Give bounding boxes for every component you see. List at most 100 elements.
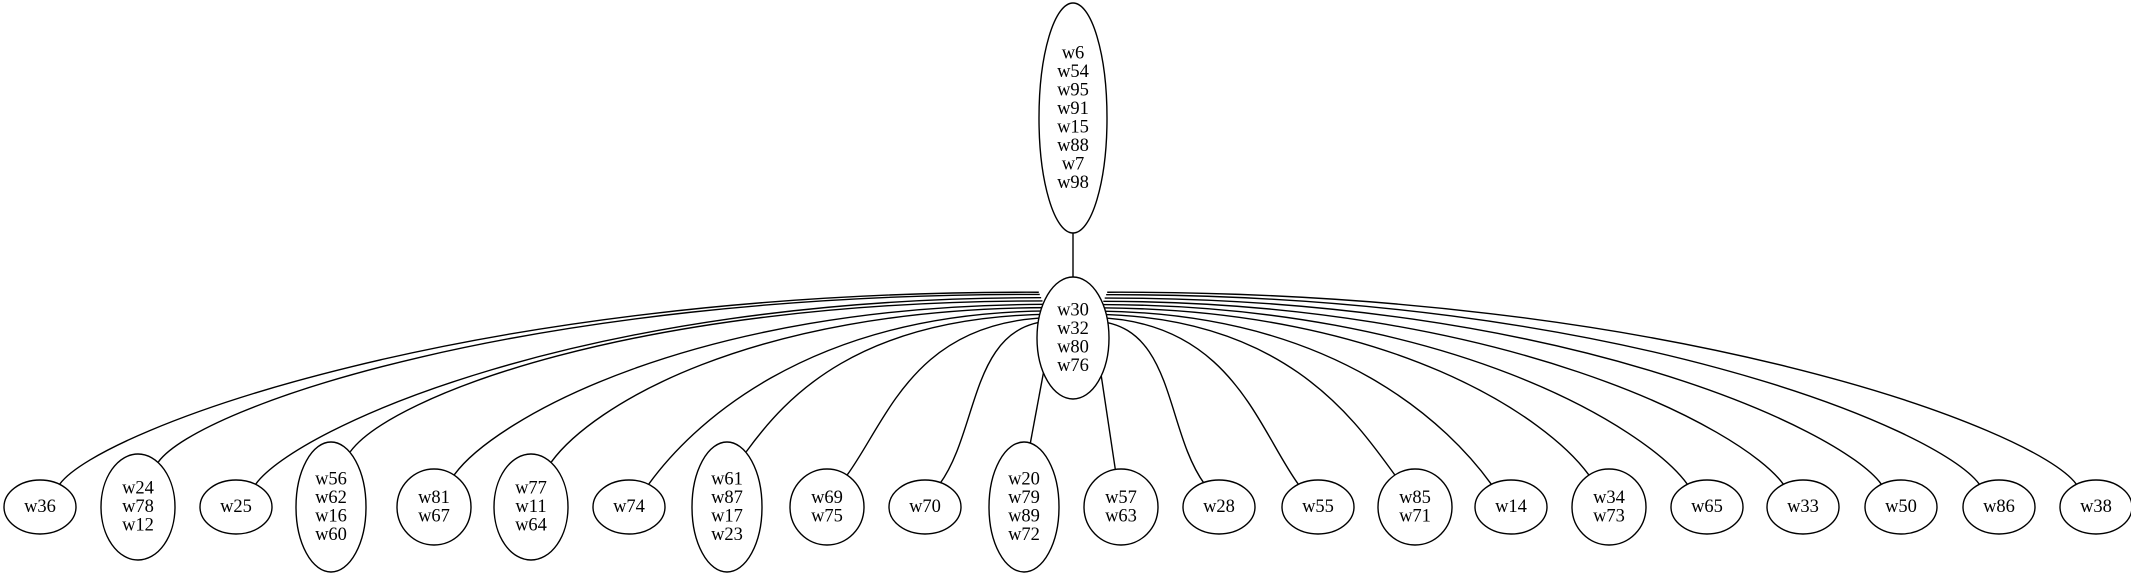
node-label: w74 [613, 497, 645, 517]
node-label: w20 [1008, 469, 1040, 489]
node-leaf-w36: w36 [3, 479, 77, 535]
node-ellipse [1571, 468, 1647, 546]
node-ellipse [1864, 479, 1938, 535]
node-ellipse [691, 441, 763, 573]
node-label: w23 [711, 525, 743, 545]
edge-hub-leaf-w33 [1103, 300, 1784, 485]
node-leaf-w50: w50 [1864, 479, 1938, 535]
node-label: w25 [220, 497, 252, 517]
node-leaf-w86: w86 [1962, 479, 2036, 535]
node-ellipse [592, 479, 666, 535]
edge-hub-leaf-w81 [453, 303, 1045, 476]
node-label: w88 [1057, 136, 1089, 156]
edge-hub-leaf-w69 [846, 316, 1050, 476]
node-label: w36 [24, 497, 56, 517]
node-label: w89 [1008, 506, 1040, 526]
node-ellipse [295, 441, 367, 573]
node-label: w98 [1057, 173, 1089, 193]
edge-hub-leaf-w50 [1104, 297, 1882, 485]
node-leaf-w55: w55 [1281, 479, 1355, 535]
node-ellipse [1038, 2, 1108, 234]
node-leaf-w74: w74 [592, 479, 666, 535]
node-leaf-w14: w14 [1474, 479, 1548, 535]
node-label: w62 [315, 488, 347, 508]
node-label: w60 [315, 525, 347, 545]
node-label: w11 [515, 497, 546, 517]
node-label: w17 [711, 506, 743, 526]
edge-hub-leaf-w34 [1100, 307, 1590, 476]
edge-hub-leaf-w74 [648, 310, 1047, 485]
edge-hub-leaf-w25 [255, 297, 1042, 485]
node-label: w80 [1057, 337, 1089, 357]
node-ellipse [789, 468, 865, 546]
node-label: w79 [1008, 488, 1040, 508]
node-ellipse [1281, 479, 1355, 535]
node-label: w28 [1203, 497, 1235, 517]
node-label: w56 [315, 469, 347, 489]
edge-hub-leaf-w38 [1107, 291, 2077, 485]
node-label: w64 [515, 516, 547, 536]
node-label: w72 [1008, 525, 1040, 545]
node-label: w77 [515, 479, 547, 499]
node-ellipse [888, 479, 962, 535]
node-ellipse [1036, 276, 1110, 400]
node-label: w32 [1057, 319, 1089, 339]
node-ellipse [1474, 479, 1548, 535]
node-label: w75 [811, 506, 843, 526]
node-ellipse [199, 479, 273, 535]
node-label: w61 [711, 469, 743, 489]
node-label: w33 [1787, 497, 1819, 517]
node-ellipse [396, 468, 472, 546]
edge-hub-leaf-w77 [550, 306, 1046, 463]
node-label: w85 [1399, 488, 1431, 508]
node-ellipse [1962, 479, 2036, 535]
node-label: w55 [1302, 497, 1334, 517]
node-ellipse [1377, 468, 1453, 546]
node-leaf-w65: w65 [1670, 479, 1744, 535]
node-label: w76 [1057, 356, 1089, 376]
node-label: w16 [315, 506, 347, 526]
edge-hub-leaf-w86 [1106, 294, 1980, 485]
node-leaf-w38: w38 [2059, 479, 2131, 535]
node-ellipse [1182, 479, 1256, 535]
node-label: w78 [122, 497, 154, 517]
edge-hub-leaf-w70 [939, 320, 1052, 485]
node-label: w91 [1057, 99, 1089, 119]
node-label: w50 [1885, 497, 1917, 517]
edge-hub-leaf-w24 [157, 293, 1040, 463]
edge-hub-leaf-w28 [1094, 320, 1206, 485]
node-label: w71 [1399, 506, 1431, 526]
node-ellipse [1670, 479, 1744, 535]
node-label: w70 [909, 497, 941, 517]
node-label: w63 [1105, 506, 1137, 526]
node-label: w14 [1495, 497, 1527, 517]
node-leaf-w28: w28 [1182, 479, 1256, 535]
node-label: w54 [1057, 62, 1089, 82]
edge-hub-leaf-w56 [349, 300, 1043, 453]
node-label: w15 [1057, 117, 1089, 137]
node-ellipse [493, 453, 569, 561]
edge-hub-leaf-w61 [745, 313, 1049, 453]
node-label: w73 [1593, 506, 1625, 526]
node-label: w86 [1983, 497, 2015, 517]
node-label: w34 [1593, 488, 1625, 508]
node-ellipse [3, 479, 77, 535]
node-label: w67 [418, 506, 450, 526]
node-label: w87 [711, 488, 743, 508]
node-leaf-w25: w25 [199, 479, 273, 535]
node-label: w38 [2080, 497, 2112, 517]
edge-hub-leaf-w55 [1096, 316, 1299, 485]
node-label: w65 [1691, 497, 1723, 517]
